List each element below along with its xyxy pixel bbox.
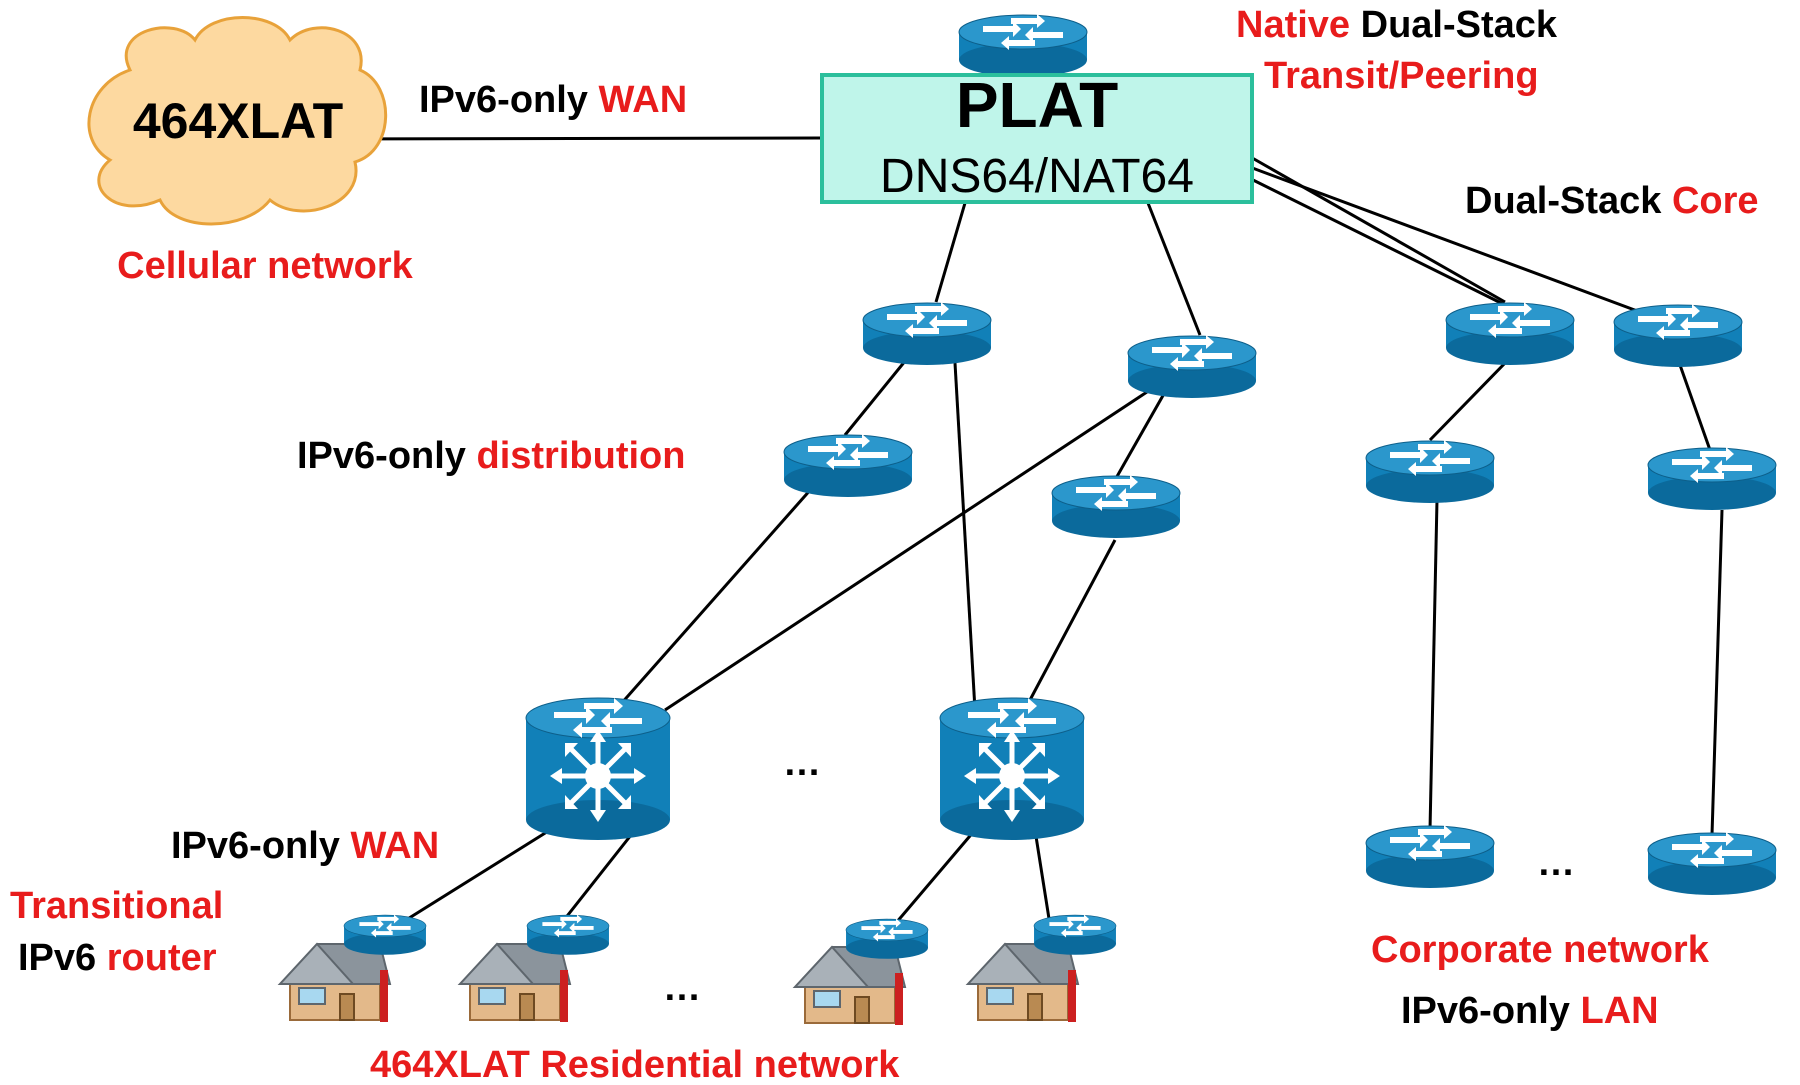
multilayer-switch-icon — [940, 698, 1084, 840]
router-icon — [343, 914, 427, 956]
router-icon — [783, 433, 913, 498]
router-icon — [845, 918, 929, 960]
distribution-label: IPv6-only distribution — [297, 435, 685, 477]
router-icon — [1033, 914, 1117, 956]
plat-title: PLAT — [956, 69, 1118, 141]
residential-network-label: 464XLAT Residential network — [370, 1044, 900, 1085]
corporate-network-label: Corporate network — [1371, 929, 1710, 971]
ipv6-router-label: IPv6 router — [18, 937, 217, 979]
wan-bottom-label: IPv6-only WAN — [171, 825, 439, 867]
router-icon — [1445, 301, 1575, 366]
ellipsis-corporate: … — [1537, 842, 1575, 884]
transit-peering-label: Transit/Peering — [1264, 55, 1539, 97]
router-icon — [1365, 824, 1495, 889]
router-icon — [1647, 831, 1777, 896]
cellular-network-label: Cellular network — [117, 245, 413, 287]
router-icon — [862, 301, 992, 366]
multilayer-switch-icon — [526, 698, 670, 840]
cloud-label: 464XLAT — [133, 93, 343, 149]
router-icon — [1051, 474, 1181, 539]
native-dual-stack-label: Native Dual-Stack — [1236, 4, 1558, 46]
router-icon — [958, 13, 1088, 78]
dual-stack-core-label: Dual-Stack Core — [1465, 180, 1759, 222]
ellipsis-houses: … — [663, 967, 701, 1009]
router-icon — [1127, 334, 1257, 399]
wan-top-label: IPv6-only WAN — [419, 79, 687, 121]
cloud-icon — [87, 16, 388, 226]
plat-subtitle: DNS64/NAT64 — [880, 150, 1194, 203]
router-icon — [526, 914, 610, 956]
router-icon — [1647, 446, 1777, 511]
connection-lines — [344, 136, 1724, 932]
router-icon — [1613, 303, 1743, 368]
lan-label: IPv6-only LAN — [1401, 990, 1659, 1032]
plat-box — [820, 73, 1254, 204]
transitional-label: Transitional — [10, 885, 223, 927]
ellipsis-switches: … — [783, 742, 821, 784]
router-icon — [1365, 439, 1495, 504]
